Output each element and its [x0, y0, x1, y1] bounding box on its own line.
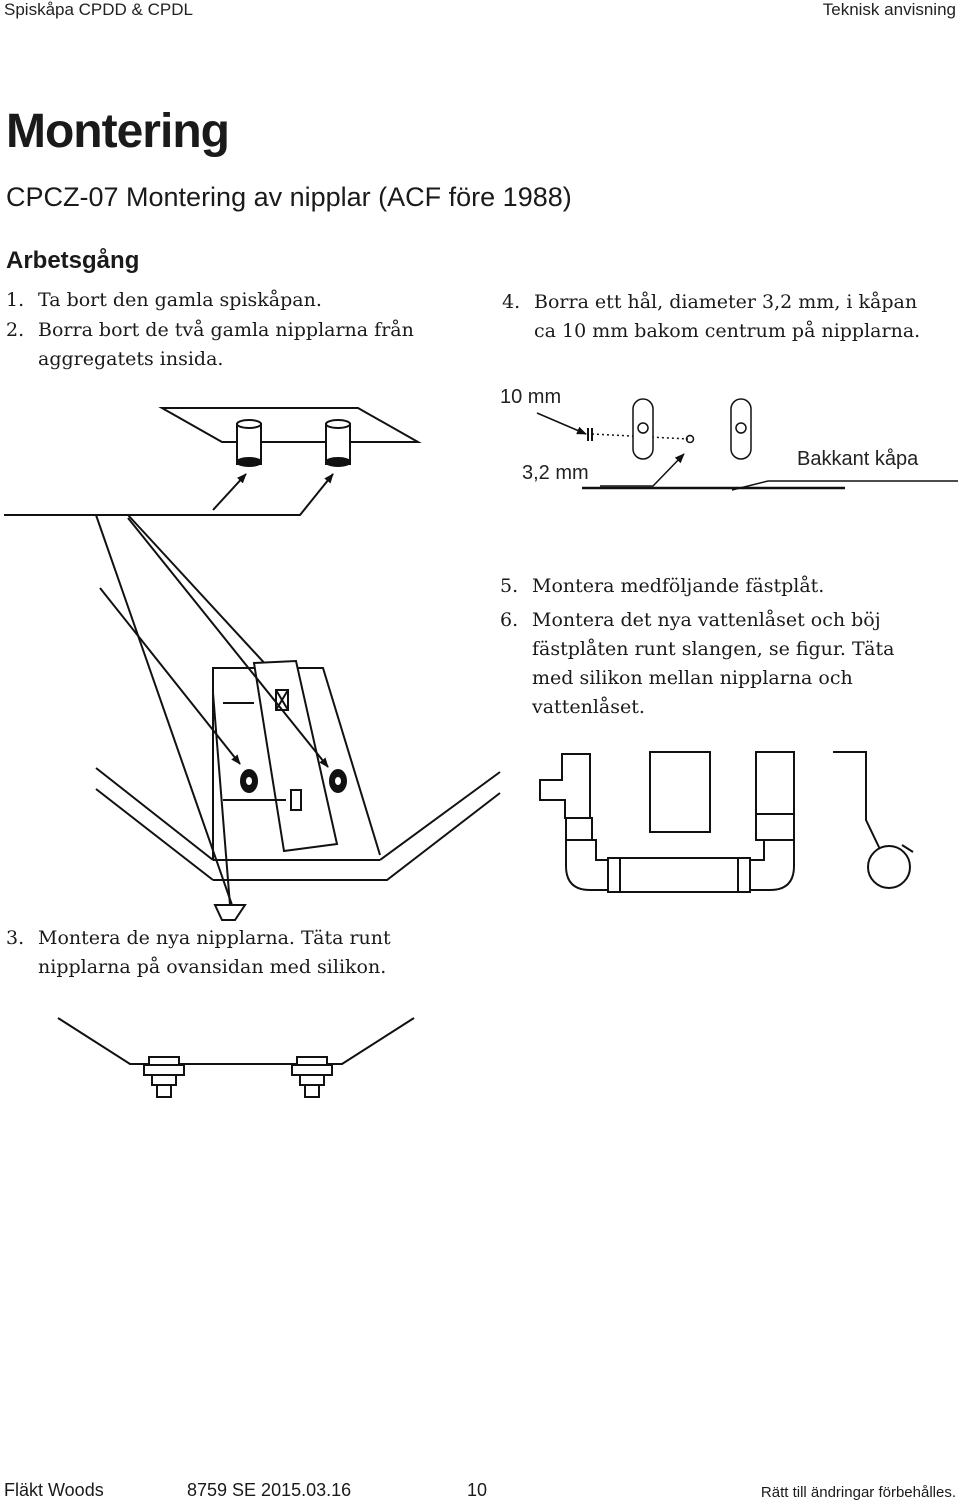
- step-2: 2. Borra bort de två gamla nipplarna från…: [6, 316, 466, 374]
- footer-doc: 8759 SE 2015.03.16: [187, 1480, 352, 1500]
- arrow-distance: [536, 412, 587, 435]
- figure-water-trap: [539, 751, 914, 893]
- drop-line-right: [127, 514, 281, 681]
- footer-disclaimer: Rätt till ändringar förbehålles.: [760, 1484, 956, 1501]
- step-number: 1.: [6, 289, 25, 311]
- nipple-slot-1: [632, 398, 654, 460]
- footer-page: 10: [467, 1480, 488, 1500]
- nipple-slot-2: [730, 398, 752, 460]
- step-text: Borra ett hål, diameter 3,2 mm, i kåpan: [534, 291, 918, 313]
- trap-loop: [867, 845, 911, 889]
- step-text: Montera de nya nipplarna. Täta runt: [38, 927, 391, 949]
- fastening-plate: [252, 659, 339, 853]
- figure-new-nipples: [57, 1017, 415, 1098]
- page-title: Montering: [6, 105, 230, 158]
- nipple-right: [325, 419, 351, 467]
- new-nipple-right: [291, 1056, 333, 1098]
- step-text: fästplåten runt slangen, se figur. Täta: [532, 638, 895, 660]
- plate-shape: [158, 407, 422, 443]
- header-right: Teknisk anvisning: [822, 0, 956, 19]
- step-text: Montera det nya vattenlåset och böj: [532, 609, 881, 631]
- step-number: 3.: [6, 927, 25, 949]
- figure-old-nipples: [4, 407, 422, 516]
- hole-drill: [685, 434, 695, 444]
- header-left: Spiskåpa CPDD & CPDL: [4, 0, 193, 19]
- step-text: vattenlåset.: [532, 696, 645, 718]
- label-diameter: 3,2 mm: [522, 462, 589, 484]
- step-text: aggregatets insida.: [38, 348, 224, 370]
- step-text: Borra bort de två gamla nipplarna från: [38, 319, 414, 341]
- step-3: 3. Montera de nya nipplarna. Täta runt ni…: [6, 924, 466, 982]
- arrow-diameter: [600, 453, 685, 487]
- arrow-hole-left: [99, 587, 241, 765]
- trap-hose: [607, 857, 751, 893]
- page-subtitle: CPCZ-07 Montering av nipplar (ACF före 1…: [6, 182, 572, 212]
- hole-2: [735, 422, 747, 434]
- nipple-left: [236, 419, 262, 467]
- trap-clip: [833, 751, 889, 867]
- edge-leader: [731, 480, 958, 491]
- step-number: 5.: [500, 575, 519, 597]
- step-number: 4.: [502, 291, 521, 313]
- step-number: 2.: [6, 319, 25, 341]
- step-text: med silikon mellan nipplarna och: [532, 667, 853, 689]
- figure-hole-detail: [536, 398, 958, 491]
- drop-line-left: [95, 514, 233, 906]
- new-nipple-left: [143, 1056, 185, 1098]
- figure-hood-interior: [95, 514, 501, 921]
- label-edge: Bakkant kåpa: [797, 448, 919, 470]
- hood-profile: [57, 1017, 415, 1065]
- step-4: 4. Borra ett hål, diameter 3,2 mm, i kåpa…: [502, 288, 952, 346]
- step-text: Montera medföljande fästplåt.: [532, 575, 825, 597]
- label-distance: 10 mm: [500, 386, 562, 408]
- step-1: 1. Ta bort den gamla spiskåpan.: [6, 286, 466, 315]
- arrow-left: [212, 473, 247, 511]
- section-heading: Arbetsgång: [6, 247, 140, 274]
- step-text: Ta bort den gamla spiskåpan.: [38, 289, 322, 311]
- arrow-hole-right: [127, 517, 329, 768]
- trap-bracket: [649, 751, 711, 833]
- step-text: nipplarna på ovansidan med silikon.: [38, 956, 387, 978]
- footer-company: Fläkt Woods: [4, 1480, 104, 1500]
- hole-1: [637, 422, 649, 434]
- step-text: ca 10 mm bakom centrum på nipplarna.: [534, 320, 921, 342]
- step-6: 6. Montera det nya vattenlåset och böj fä…: [500, 606, 950, 722]
- step-number: 6.: [500, 609, 519, 631]
- step-5: 5. Montera medföljande fästplåt.: [500, 572, 950, 601]
- arrow-right: [4, 473, 334, 516]
